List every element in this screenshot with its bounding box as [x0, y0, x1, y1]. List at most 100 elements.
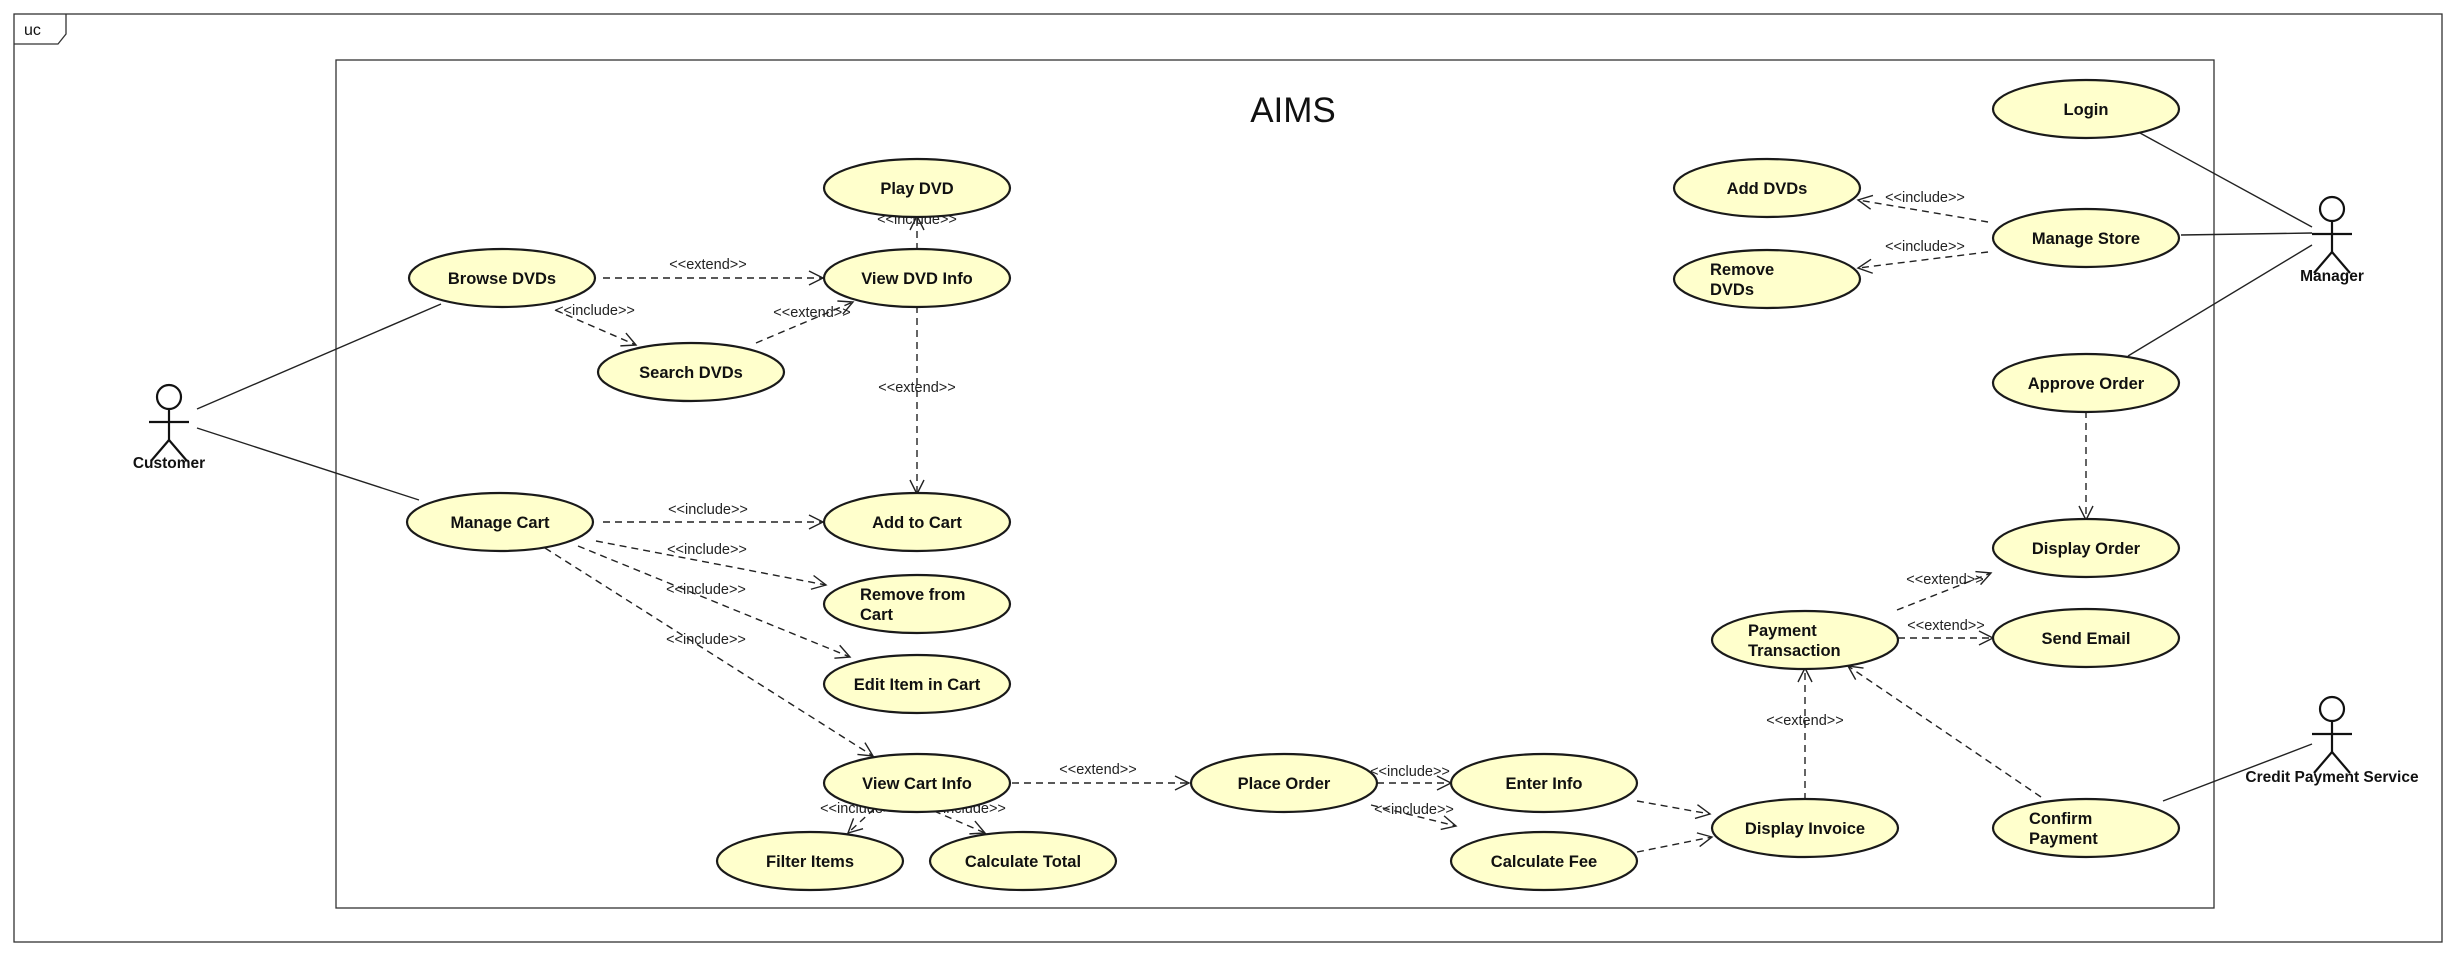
- use-case-ellipse[interactable]: [822, 573, 1012, 635]
- relationship-manage_store-to-remove_dvds: <<include>>: [1856, 239, 1989, 274]
- dependency-line: [554, 309, 637, 346]
- use-case-place-order[interactable]: Place Order: [1189, 752, 1379, 814]
- use-case-add-dvds[interactable]: Add DVDs: [1672, 157, 1862, 219]
- dependency-arrowhead: [1975, 570, 1993, 586]
- use-case-calculate-fee[interactable]: Calculate Fee: [1449, 830, 1639, 892]
- use-case-label: Payment: [1748, 622, 1817, 640]
- dependency-line: [1636, 836, 1713, 853]
- use-case-login[interactable]: Login: [1991, 78, 2181, 140]
- use-case-calculate-total[interactable]: Calculate Total: [928, 830, 1118, 892]
- dependency-arrowhead: [1696, 832, 1714, 848]
- use-case-search-dvds[interactable]: Search DVDs: [596, 341, 786, 403]
- use-case-edit-item-in-cart[interactable]: Edit Item in Cart: [822, 653, 1012, 715]
- actor-label: Credit Payment Service: [2245, 769, 2419, 786]
- use-case-manage-store[interactable]: Manage Store: [1991, 207, 2181, 269]
- use-case-ellipse[interactable]: [822, 157, 1012, 219]
- dependency-arrowhead: [834, 644, 852, 659]
- dependency-arrowhead: [810, 574, 828, 590]
- use-case-enter-info[interactable]: Enter Info: [1449, 752, 1639, 814]
- use-case-view-dvd-info[interactable]: View DVD Info: [822, 247, 1012, 309]
- use-case-ellipse[interactable]: [596, 341, 786, 403]
- use-case-ellipse[interactable]: [1991, 797, 2181, 859]
- association-manager-manage_store: [2180, 232, 2313, 236]
- use-case-ellipse[interactable]: [822, 653, 1012, 715]
- use-case-label: Manage Store: [2032, 230, 2140, 248]
- use-case-filter-items[interactable]: Filter Items: [715, 830, 905, 892]
- use-case-label: Place Order: [1238, 775, 1331, 793]
- use-case-ellipse[interactable]: [1991, 207, 2181, 269]
- use-case-display-order[interactable]: Display Order: [1991, 517, 2181, 579]
- use-case-ellipse[interactable]: [1449, 830, 1639, 892]
- stereotype-label: <<include>>: [1885, 239, 1965, 255]
- use-case-ellipse[interactable]: [822, 752, 1012, 814]
- use-case-manage-cart[interactable]: Manage Cart: [405, 491, 595, 553]
- use-case-ellipse[interactable]: [1449, 752, 1639, 814]
- relationship-manage_cart-to-add_to_cart: <<include>>: [603, 502, 825, 530]
- use-case-label: Transaction: [1748, 642, 1841, 660]
- use-case-ellipse[interactable]: [1710, 609, 1900, 671]
- relationship-lines: <<include>> <<extend>> <<include>> <<extend…: [196, 132, 2313, 853]
- use-case-ellipse[interactable]: [405, 491, 595, 553]
- stick-figure-icon: [149, 383, 189, 462]
- use-case-ellipse[interactable]: [928, 830, 1118, 892]
- stereotype-label: <<include>>: [555, 303, 635, 319]
- use-case-ellipse[interactable]: [1991, 607, 2181, 669]
- stereotype-label: <<include>>: [668, 502, 748, 518]
- use-case-ellipse[interactable]: [1672, 248, 1862, 310]
- use-case-view-cart-info[interactable]: View Cart Info: [822, 752, 1012, 814]
- system-boundary: [335, 59, 2215, 909]
- use-case-label: Browse DVDs: [448, 270, 556, 288]
- actor-credit-payment-service[interactable]: Credit Payment Service: [2245, 695, 2419, 786]
- stereotype-label: <<include>>: [1370, 764, 1450, 780]
- use-case-add-to-cart[interactable]: Add to Cart: [822, 491, 1012, 553]
- use-case-display-invoice[interactable]: Display Invoice: [1710, 797, 1900, 859]
- use-case-label: Add to Cart: [872, 514, 962, 532]
- actor-customer[interactable]: Customer: [133, 383, 205, 472]
- stereotype-label: <<extend>>: [1906, 572, 1983, 588]
- use-case-ellipse[interactable]: [822, 247, 1012, 309]
- use-case-label: Enter Info: [1506, 775, 1583, 793]
- use-case-play-dvd[interactable]: Play DVD: [822, 157, 1012, 219]
- relationship-view_dvd_info-to-add_to_cart: <<extend>>: [878, 306, 956, 496]
- use-case-ellipse[interactable]: [1710, 797, 1900, 859]
- dependency-arrowhead: [1440, 815, 1458, 831]
- use-case-send-email[interactable]: Send Email: [1991, 607, 2181, 669]
- dependency-line: [1857, 251, 1989, 269]
- relationship-calculate_fee-to-display_invoice: [1636, 832, 1714, 853]
- use-case-approve-order[interactable]: Approve Order: [1991, 352, 2181, 414]
- use-case-browse-dvds[interactable]: Browse DVDs: [407, 247, 597, 309]
- use-case-ellipse[interactable]: [407, 247, 597, 309]
- stick-figure-icon: [2312, 695, 2352, 774]
- dependency-arrowhead: [1856, 258, 1873, 274]
- use-case-ellipse[interactable]: [1991, 517, 2181, 579]
- association-credit_payment_service-confirm_payment: [2162, 743, 2313, 802]
- use-case-ellipse[interactable]: [1672, 157, 1862, 219]
- stereotype-label: <<extend>>: [773, 305, 850, 321]
- use-case-ellipse[interactable]: [822, 491, 1012, 553]
- stereotype-label: <<include>>: [666, 582, 746, 598]
- association-manager-approve_order: [2127, 244, 2313, 357]
- relationship-view_cart_info-to-place_order: <<extend>>: [1012, 762, 1191, 791]
- relationship-place_order-to-enter_info: <<include>>: [1370, 764, 1453, 791]
- use-case-label: Payment: [2029, 830, 2098, 848]
- use-case-label: Remove: [1710, 261, 1774, 279]
- use-case-label: Send Email: [2042, 630, 2131, 648]
- use-case-label: Add DVDs: [1727, 180, 1808, 198]
- relationship-approve_order-to-display_order: [2078, 411, 2094, 522]
- dependency-arrowhead: [1694, 804, 1712, 820]
- dependency-arrowhead: [857, 742, 875, 757]
- relationship-manage_store-to-add_dvds: <<include>>: [1856, 190, 1989, 223]
- use-case-ellipse[interactable]: [1991, 78, 2181, 140]
- use-case-ellipse[interactable]: [1991, 352, 2181, 414]
- dependency-line: [577, 545, 851, 658]
- use-case-ellipse[interactable]: [1189, 752, 1379, 814]
- dependency-line: [1370, 804, 1457, 827]
- use-case-label: Edit Item in Cart: [854, 676, 981, 694]
- use-case-ellipse[interactable]: [715, 830, 905, 892]
- actor-manager[interactable]: Manager: [2300, 195, 2364, 285]
